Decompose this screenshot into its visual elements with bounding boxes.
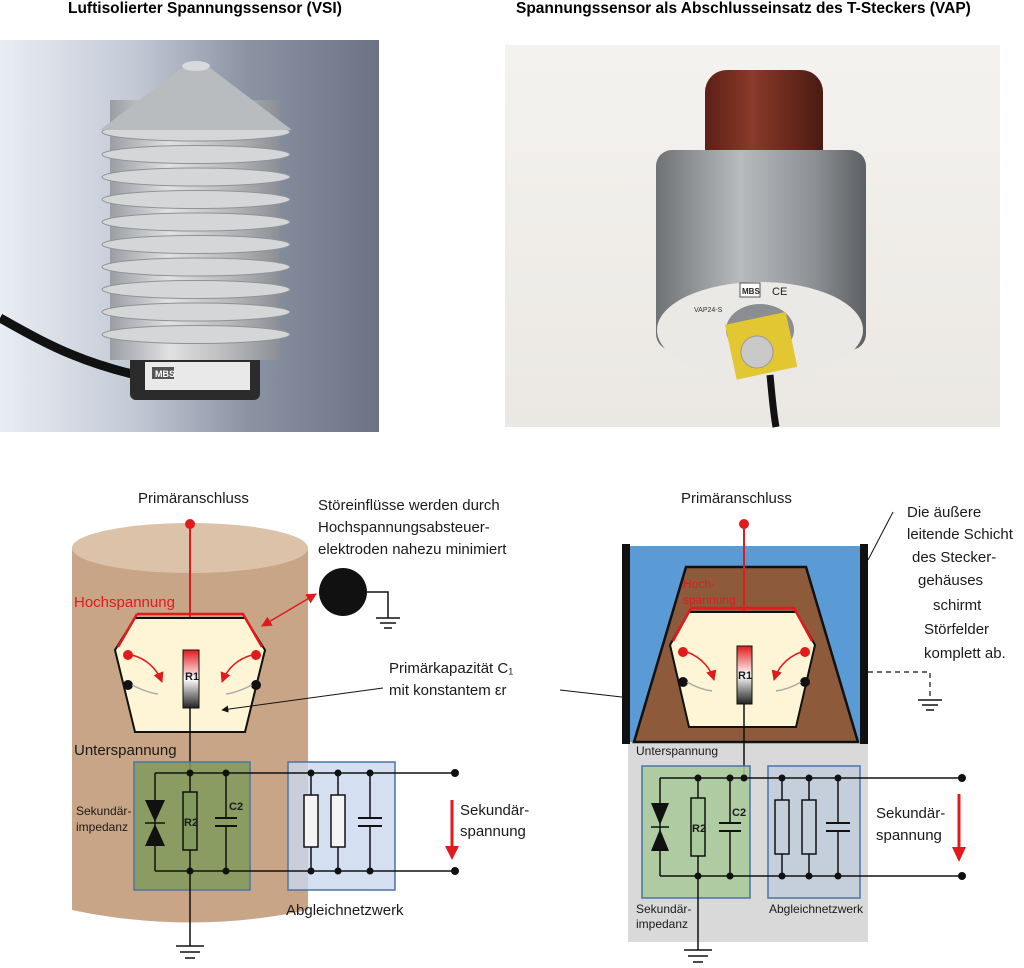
left-secondary-imp-2: impedanz — [76, 820, 128, 834]
vsi-rib — [101, 190, 291, 209]
right-low-voltage-label: Unterspannung — [636, 744, 718, 758]
right-balance-label: Abgleichnetzwerk — [769, 902, 864, 916]
shield-text-5: schirmt — [933, 597, 982, 614]
shield-text-7: komplett ab. — [924, 645, 1006, 662]
right-secondary-v-2: spannung — [876, 827, 942, 844]
right-high-voltage-1: Hoch- — [683, 577, 715, 591]
r2-label-left: R2 — [184, 817, 198, 829]
vsi-rib — [101, 280, 291, 299]
interference-text-1: Störeinflüsse werden durch — [318, 497, 500, 514]
left-low-voltage-label: Unterspannung — [74, 742, 177, 759]
right-high-voltage-2: spannung — [683, 593, 736, 607]
interference-text-2: Hochspannungsabsteuer- — [318, 519, 490, 536]
vap-brand-label: MBS — [742, 287, 760, 296]
vsi-brand-label: MBS — [155, 369, 175, 379]
vsi-rib — [101, 302, 291, 322]
r1-label-right: R1 — [738, 670, 752, 682]
r2-label-right: R2 — [692, 823, 706, 835]
left-primary-label: Primäranschluss — [138, 490, 249, 507]
header-vsi: Luftisolierter Spannungssensor (VSI) — [68, 0, 342, 17]
vsi-rib — [101, 167, 291, 187]
interference-source — [319, 568, 367, 616]
right-secondary-imp-1: Sekundär- — [636, 902, 691, 916]
right-secondary-imp-2: impedanz — [636, 917, 688, 931]
c2-label-left: C2 — [229, 801, 243, 813]
photo-vap: MBS CE VAP24-S — [505, 45, 1000, 428]
interference-text-3: elektroden nahezu minimiert — [318, 541, 507, 558]
vap-type-label: VAP24-S — [694, 307, 723, 314]
left-secondary-imp-1: Sekundär- — [76, 804, 131, 818]
right-secondary-v-1: Sekundär- — [876, 805, 945, 822]
shield-text-4: gehäuses — [918, 572, 983, 589]
shield-text-6: Störfelder — [924, 621, 989, 638]
right-primary-label: Primäranschluss — [681, 490, 792, 507]
diagram-vap: R1 R2 C2 — [622, 490, 1014, 963]
shield-text-3: des Stecker- — [912, 549, 996, 566]
c2-label-right: C2 — [732, 807, 746, 819]
vsi-rib — [101, 325, 291, 344]
cap-text-2: mit konstantem εr — [389, 682, 507, 699]
left-balance-label: Abgleichnetzwerk — [286, 902, 404, 919]
vsi-rib — [101, 145, 291, 164]
left-high-voltage-label: Hochspannung — [74, 594, 175, 611]
vsi-rib — [101, 257, 291, 277]
vap-ce-label: CE — [772, 286, 787, 298]
shield-text-2: leitende Schicht — [907, 526, 1014, 543]
r1-label-left: R1 — [185, 671, 199, 683]
left-secondary-v-1: Sekundär- — [460, 802, 529, 819]
left-secondary-v-2: spannung — [460, 823, 526, 840]
cap-text-1: Primärkapazität C₁ — [389, 660, 513, 677]
diagram-vsi: R1 R2 — [72, 490, 719, 959]
vsi-rib — [101, 235, 291, 254]
shield-text-1: Die äußere — [907, 504, 981, 521]
vsi-rib — [101, 212, 291, 232]
photo-vsi: MBS — [0, 40, 379, 432]
vap-primary-terminal — [739, 519, 749, 529]
primary-terminal — [185, 519, 195, 529]
header-vap: Spannungssensor als Abschlusseinsatz des… — [516, 0, 971, 17]
